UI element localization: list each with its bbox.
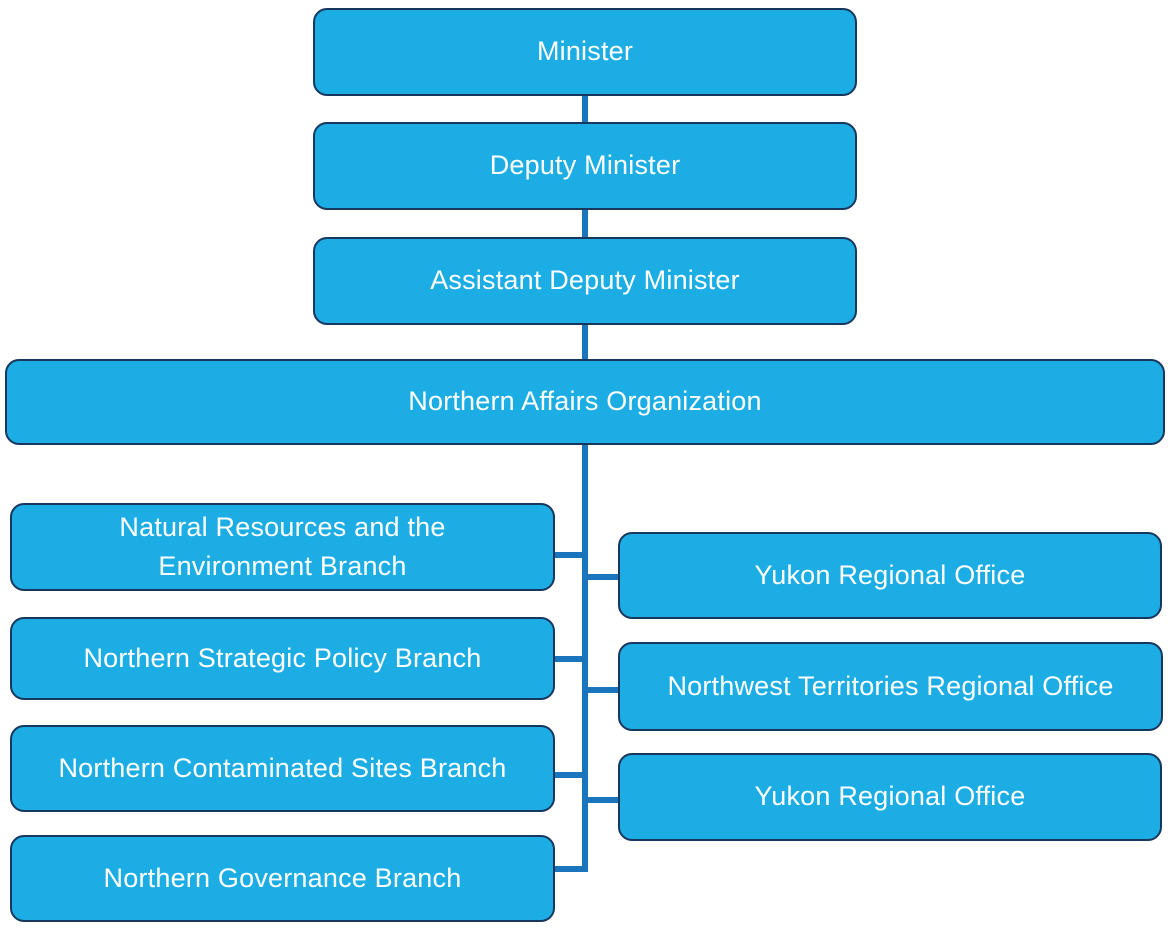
connector-central-spine	[582, 443, 588, 872]
node-natural-resources-branch: Natural Resources and the Environment Br…	[10, 503, 555, 591]
node-natural-resources-branch-label: Natural Resources and the Environment Br…	[119, 511, 446, 581]
node-northern-affairs-organization: Northern Affairs Organization	[5, 359, 1165, 445]
node-deputy-minister-label: Deputy Minister	[489, 150, 681, 181]
node-strategic-policy-branch: Northern Strategic Policy Branch	[10, 617, 555, 700]
connector-deputy-assistant	[582, 208, 588, 239]
node-contaminated-sites-branch: Northern Contaminated Sites Branch	[10, 725, 555, 812]
node-assistant-deputy-minister: Assistant Deputy Minister	[313, 237, 857, 325]
connector-yukon-regional-office-2	[588, 797, 618, 803]
connector-assistant-organization	[582, 323, 588, 361]
node-yukon-regional-office-2-label: Yukon Regional Office	[754, 781, 1026, 812]
node-northern-affairs-organization-label: Northern Affairs Organization	[408, 386, 762, 417]
node-governance-branch-label: Northern Governance Branch	[103, 862, 462, 893]
node-yukon-regional-office-1-label: Yukon Regional Office	[754, 559, 1026, 590]
node-minister-label: Minister	[536, 36, 634, 67]
connector-yukon-regional-office-1	[588, 574, 618, 580]
connector-contaminated-sites-branch	[553, 772, 582, 778]
node-contaminated-sites-branch-label: Northern Contaminated Sites Branch	[58, 752, 507, 783]
node-assistant-deputy-minister-label: Assistant Deputy Minister	[430, 265, 740, 296]
node-nwt-regional-office: Northwest Territories Regional Office	[618, 642, 1163, 731]
node-minister: Minister	[313, 8, 857, 96]
node-deputy-minister: Deputy Minister	[313, 122, 857, 210]
node-strategic-policy-branch-label: Northern Strategic Policy Branch	[83, 642, 482, 673]
node-nwt-regional-office-label: Northwest Territories Regional Office	[667, 670, 1114, 701]
node-yukon-regional-office-1: Yukon Regional Office	[618, 532, 1162, 619]
connector-strategic-policy-branch	[553, 656, 582, 662]
connector-minister-deputy	[582, 94, 588, 124]
connector-natural-resources-branch	[553, 552, 582, 558]
node-governance-branch: Northern Governance Branch	[10, 835, 555, 922]
connector-governance-branch	[553, 866, 582, 872]
node-yukon-regional-office-2: Yukon Regional Office	[618, 753, 1162, 841]
connector-nwt-regional-office	[588, 687, 618, 693]
